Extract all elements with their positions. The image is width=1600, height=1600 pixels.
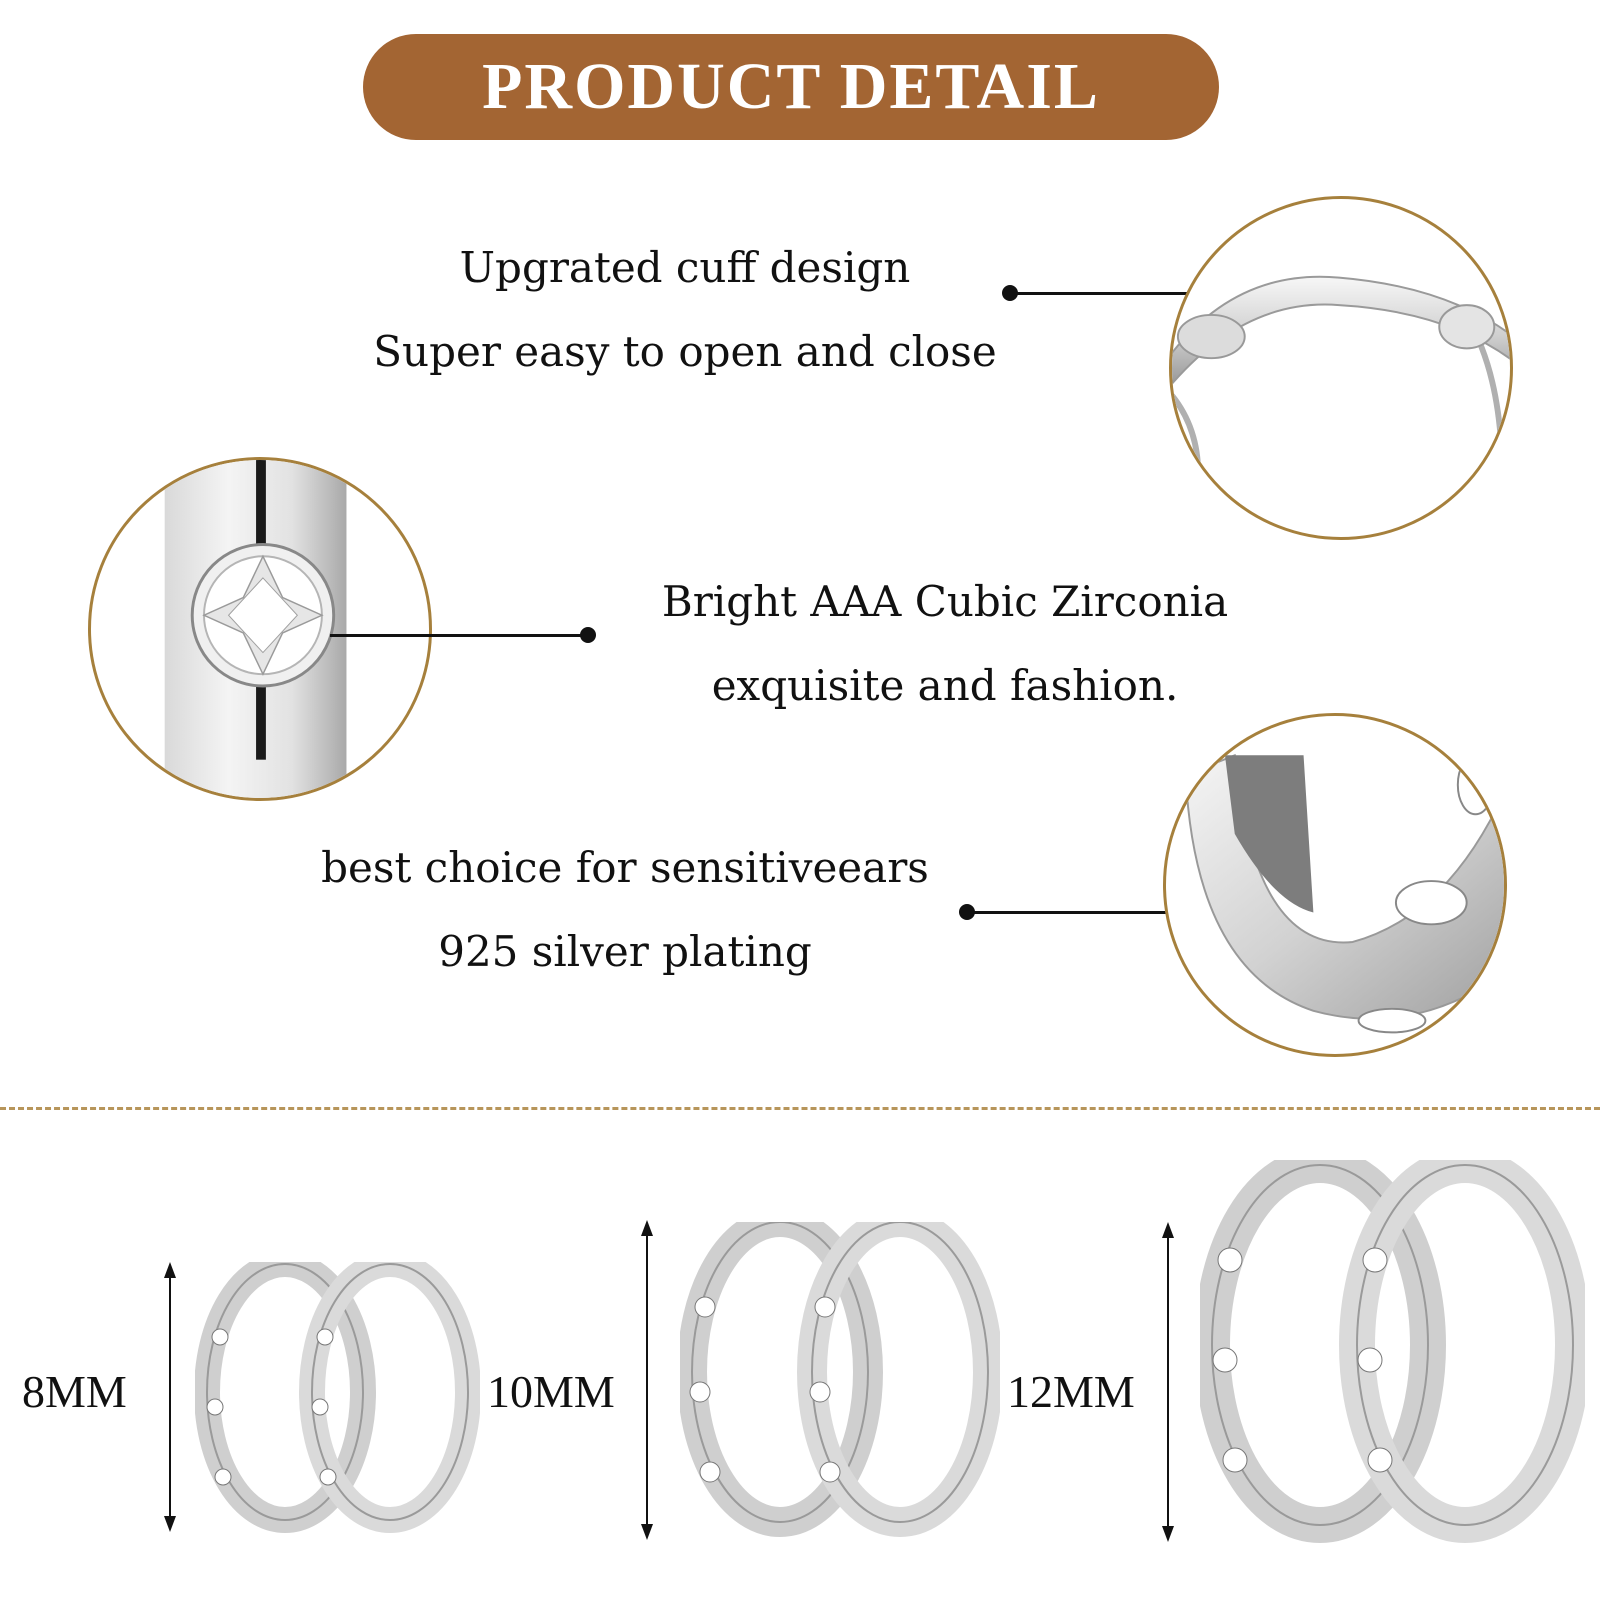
- section-divider: [0, 1107, 1600, 1110]
- earring-pair-12mm: [1194, 1147, 1591, 1545]
- feature-silver-line1: best choice for sensitiveears: [321, 843, 929, 892]
- product-detail-banner: PRODUCT DETAIL: [363, 34, 1219, 140]
- feature-zirconia-pointer-dot: [580, 627, 596, 643]
- size-label-8mm: 8MM: [22, 1366, 127, 1417]
- feature-zirconia-caption: Bright AAA Cubic Zirconia exquisite and …: [600, 560, 1290, 728]
- feature-cuff-caption: Upgrated cuff design Super easy to open …: [340, 226, 1030, 394]
- height-arrow-10mm: [637, 1220, 657, 1540]
- earring-pair-10mm: [677, 1207, 1003, 1542]
- feature-zirconia-line1: Bright AAA Cubic Zirconia: [661, 577, 1229, 626]
- feature-cuff-line2: Super easy to open and close: [373, 327, 997, 376]
- cuff-closeup-image: [1169, 196, 1513, 540]
- height-arrow-8mm: [160, 1262, 180, 1532]
- size-label-10mm: 10MM: [487, 1366, 615, 1417]
- feature-silver-line2: 925 silver plating: [438, 927, 812, 976]
- height-arrow-12mm: [1158, 1222, 1178, 1542]
- feature-silver-leader-line: [967, 911, 1250, 914]
- feature-zirconia-leader-line: [330, 634, 588, 637]
- banner-title: PRODUCT DETAIL: [482, 50, 1100, 123]
- feature-silver-caption: best choice for sensitiveears 925 silver…: [280, 826, 970, 994]
- size-label-12mm: 12MM: [1007, 1366, 1135, 1417]
- earring-pair-8mm: [194, 1251, 481, 1547]
- feature-zirconia-line2: exquisite and fashion.: [711, 661, 1179, 710]
- zirconia-closeup-image: [88, 457, 432, 801]
- feature-cuff-leader-line: [1010, 292, 1295, 295]
- feature-cuff-line1: Upgrated cuff design: [459, 243, 911, 292]
- silver-closeup-image: [1163, 713, 1507, 1057]
